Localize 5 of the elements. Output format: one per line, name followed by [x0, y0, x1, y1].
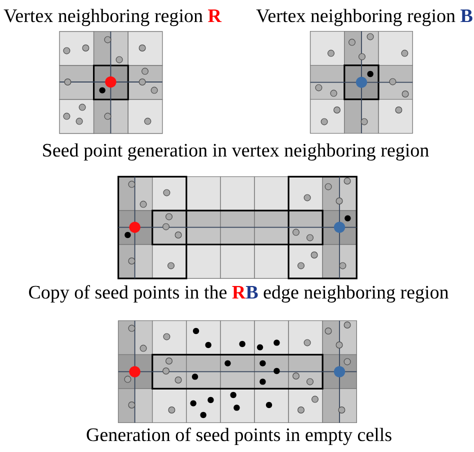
caption: Copy of seed points in the RB edge neighboring region: [29, 285, 448, 303]
heading: Vertex neighboring region R: [4, 8, 222, 26]
heading: Vertex neighboring region B: [256, 8, 472, 26]
caption: Seed point generation in vertex neighboring region: [43, 143, 429, 161]
caption: Generation of seed points in empty cells: [86, 428, 392, 446]
